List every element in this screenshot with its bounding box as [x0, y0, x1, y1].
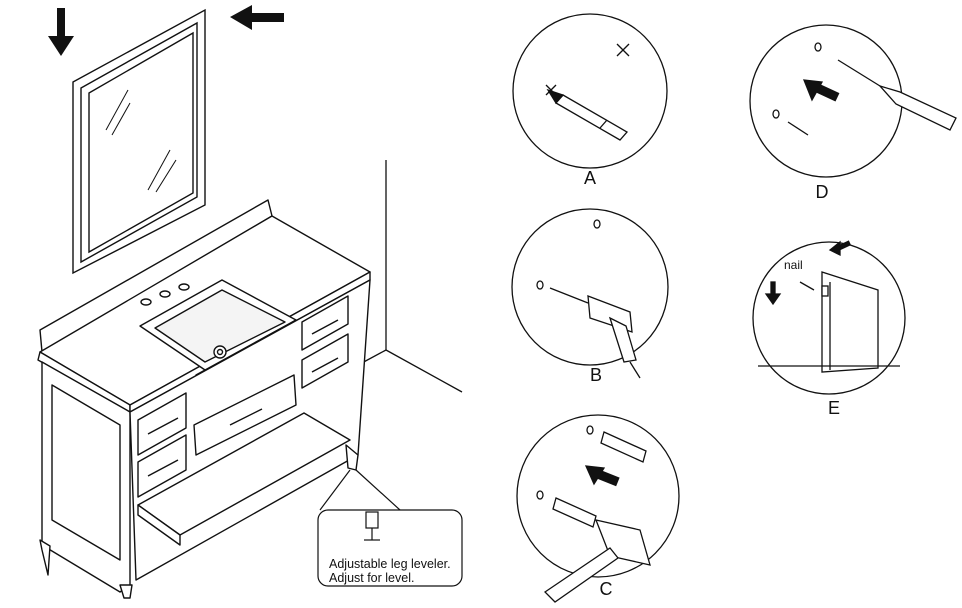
screwdriver-icon — [837, 59, 957, 131]
left-arrow-icon — [230, 5, 284, 30]
step-c-label: C — [600, 579, 613, 599]
vanity-cabinet — [37, 199, 371, 599]
step-e-label: E — [828, 398, 840, 418]
step-a-circle — [512, 13, 668, 169]
down-arrow-icon — [48, 8, 74, 56]
nail-icon — [799, 281, 815, 291]
step-e-circle — [752, 240, 906, 395]
step-d-circle — [749, 24, 957, 178]
step-d-label: D — [816, 182, 829, 202]
step-b-circle — [511, 208, 669, 379]
wall-corner — [359, 160, 463, 393]
mirror — [72, 8, 206, 275]
down-arrow-icon — [764, 281, 782, 306]
step-c-circle — [516, 414, 680, 603]
arrow-icon — [802, 79, 840, 102]
hammer-icon — [543, 519, 651, 603]
anchor-icon — [552, 431, 647, 528]
arrow-icon — [584, 465, 620, 487]
step-a-label: A — [584, 168, 596, 188]
leg-leveler-callout — [317, 469, 463, 587]
cross-mark-icon — [545, 43, 630, 96]
leveler-note-line1: Adjustable leg leveler. — [329, 557, 451, 571]
pencil-icon — [546, 88, 629, 141]
drill-icon — [549, 287, 641, 379]
mirror-frame-detail — [758, 271, 900, 373]
nail-label: nail — [784, 258, 803, 272]
step-b-label: B — [590, 365, 602, 385]
arrow-icon — [828, 240, 852, 257]
leveler-note-line2: Adjust for level. — [329, 571, 414, 585]
screw-icon — [787, 121, 809, 136]
